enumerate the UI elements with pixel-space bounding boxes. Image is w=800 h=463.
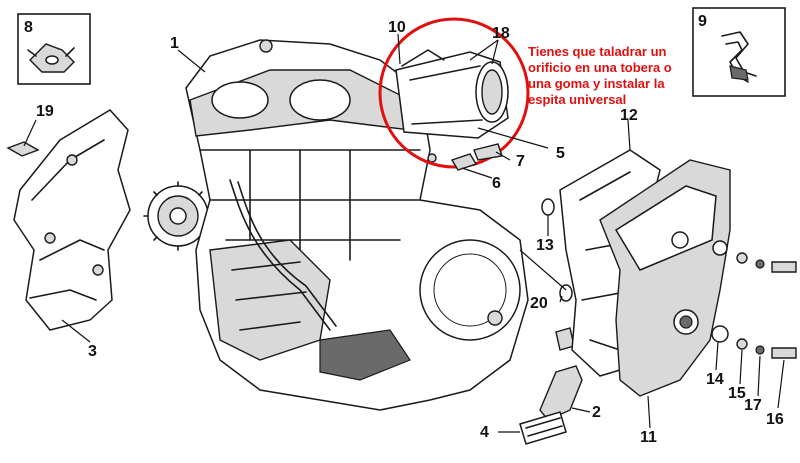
engine-block <box>185 39 529 411</box>
callout-20: 20 <box>530 295 548 312</box>
callout-19: 19 <box>36 103 54 120</box>
annotation-line-2: orificio en una tobera o <box>528 60 672 75</box>
callout-17: 17 <box>744 397 762 414</box>
callout-7: 7 <box>516 153 525 170</box>
callout-5: 5 <box>556 145 565 162</box>
annotation-line-1: Tienes que taladrar un <box>528 44 667 59</box>
callout-11: 11 <box>640 429 657 446</box>
left-cover-3 <box>6 109 131 331</box>
callout-3: 3 <box>88 343 97 360</box>
callout-6: 6 <box>492 175 501 192</box>
sprocket <box>143 181 213 251</box>
leader-lines <box>23 33 785 433</box>
callout-4: 4 <box>480 424 489 441</box>
intake-tube-10 <box>395 49 509 139</box>
inset-box-8 <box>17 13 91 85</box>
washer-20 <box>559 284 573 302</box>
inset-box-9 <box>692 7 786 97</box>
callout-14: 14 <box>706 371 724 388</box>
callout-12: 12 <box>620 107 638 124</box>
bolt-6-7 <box>450 143 503 171</box>
washer-13 <box>541 198 555 216</box>
kick-lever-2-4 <box>519 365 583 445</box>
callout-15: 15 <box>728 385 746 402</box>
callout-1: 1 <box>170 35 179 52</box>
callout-13: 13 <box>536 237 554 254</box>
annotation-line-4: espita universal <box>528 92 626 107</box>
callout-9: 9 <box>698 13 707 30</box>
bolt-20 <box>555 327 575 351</box>
cover-11 <box>599 159 731 397</box>
callout-8: 8 <box>24 19 33 36</box>
callout-10: 10 <box>388 19 406 36</box>
annotation-line-3: una goma y instalar la <box>528 76 665 91</box>
highlight-circle <box>378 17 530 169</box>
right-hardware <box>711 240 797 359</box>
callout-16: 16 <box>766 411 784 428</box>
callout-2: 2 <box>592 404 601 421</box>
callout-18: 18 <box>492 25 510 42</box>
